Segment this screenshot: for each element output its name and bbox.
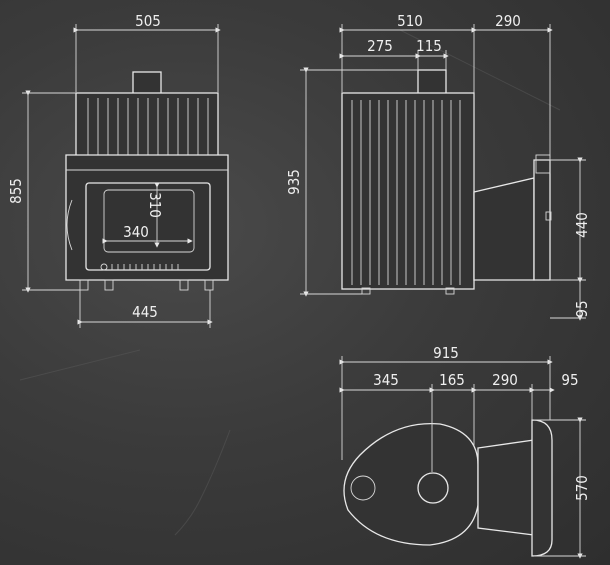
front-view: 505 855 310 340 445 bbox=[7, 12, 229, 328]
dim-offset-left: 275 bbox=[367, 37, 393, 55]
front-top-tank bbox=[75, 92, 219, 158]
dim-tank-height: 440 bbox=[573, 212, 591, 238]
dim-seg-4: 95 bbox=[561, 371, 578, 389]
top-small-hole bbox=[350, 475, 376, 501]
dim-base-width: 445 bbox=[132, 303, 158, 321]
dim-front-height: 855 bbox=[7, 178, 25, 204]
side-ribs bbox=[351, 100, 461, 285]
dim-side-width: 510 bbox=[397, 12, 423, 30]
top-view: 915 345 165 290 95 570 bbox=[339, 344, 591, 559]
side-tank bbox=[473, 177, 535, 281]
top-chimney-ring bbox=[417, 472, 449, 504]
board-scratches bbox=[19, 29, 561, 536]
ash-vents bbox=[100, 263, 179, 271]
dim-seg-1: 345 bbox=[373, 371, 399, 389]
dim-seg-3: 290 bbox=[492, 371, 518, 389]
side-view: 510 290 275 115 935 440 95 bbox=[285, 12, 591, 321]
dim-tank-depth: 290 bbox=[495, 12, 521, 30]
dim-tank-bottom: 95 bbox=[573, 300, 591, 317]
side-body bbox=[341, 92, 475, 290]
front-ribs bbox=[87, 98, 209, 155]
dim-top-length: 915 bbox=[433, 344, 459, 362]
front-chimney bbox=[132, 71, 162, 95]
door-glass bbox=[103, 189, 195, 253]
dim-front-width: 505 bbox=[135, 12, 161, 30]
top-tank bbox=[477, 439, 535, 536]
dim-door-width: 340 bbox=[123, 223, 149, 241]
dim-door-height: 310 bbox=[146, 192, 164, 218]
top-body bbox=[343, 422, 479, 546]
dim-chimney-width: 115 bbox=[416, 37, 442, 55]
top-tank-cap bbox=[531, 419, 553, 557]
dim-top-depth: 570 bbox=[573, 475, 591, 501]
side-chimney bbox=[417, 69, 447, 95]
dim-side-height: 935 bbox=[285, 169, 303, 195]
dim-seg-2: 165 bbox=[439, 371, 465, 389]
